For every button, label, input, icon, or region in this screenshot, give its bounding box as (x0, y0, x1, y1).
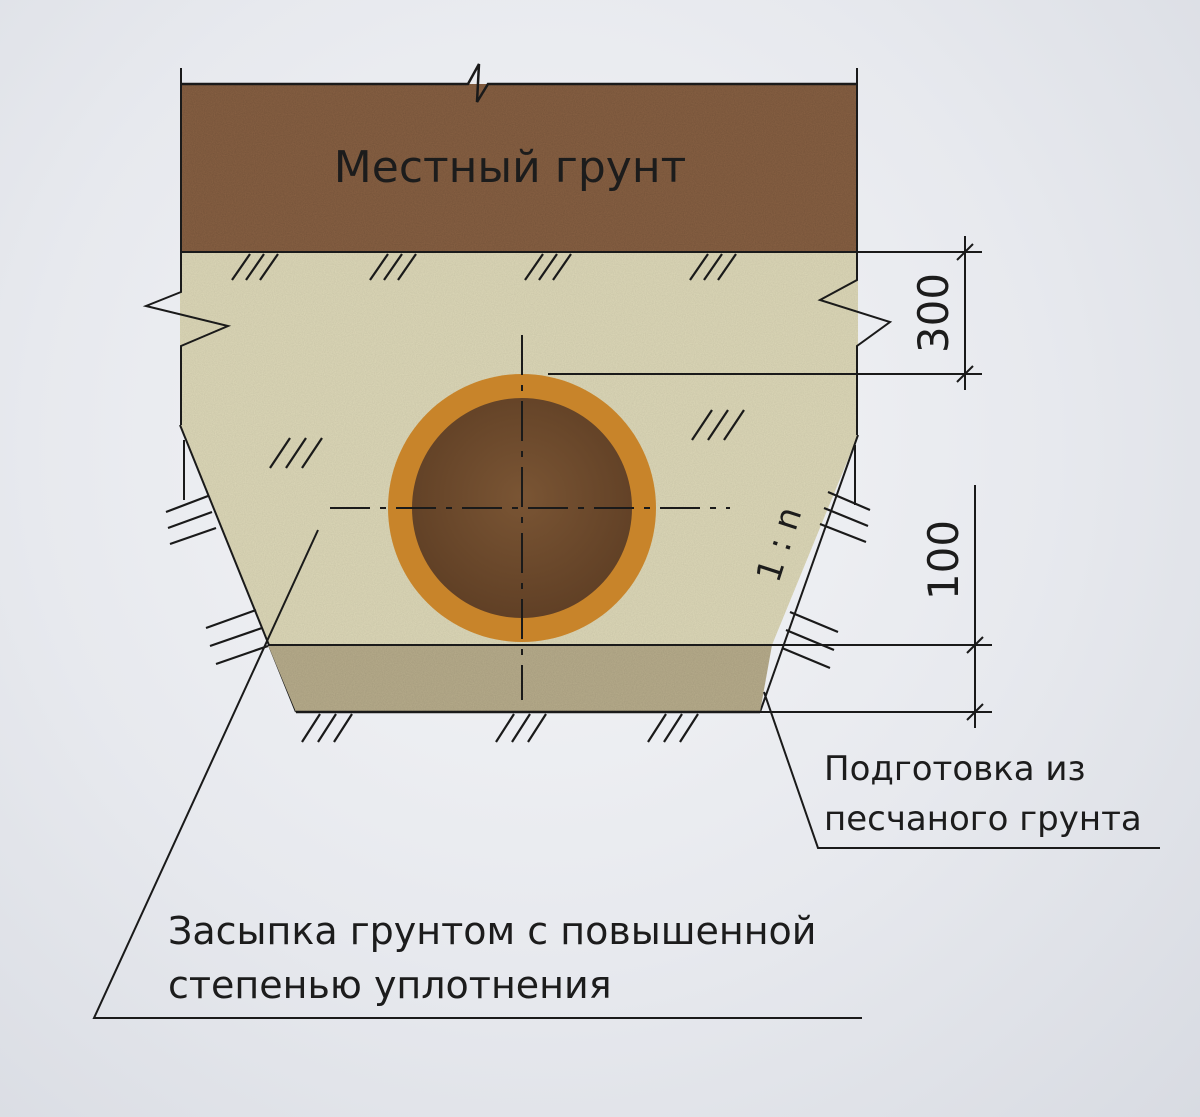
hatch-backfill (269, 409, 745, 469)
dimension-100-label: 100 (919, 520, 968, 600)
backfill-callout: Засыпка грунтом с повышенной степенью уп… (92, 529, 862, 1019)
local-soil-layer: Местный грунт (180, 63, 858, 252)
dimension-300-label: 300 (909, 273, 958, 353)
pipe-interior (412, 398, 632, 618)
dimension-bottom: 100 (760, 485, 992, 728)
sand-bed-callout: Подготовка из песчаного грунта (763, 691, 1160, 849)
hatch-bottom-row (301, 713, 699, 743)
sand-bed-layer (268, 644, 772, 714)
hatch-top-row (231, 253, 737, 281)
local-soil-label: Местный грунт (334, 142, 686, 193)
sand-bed-label-line1: Подготовка из (824, 749, 1086, 789)
dimension-top: 300 (548, 236, 982, 390)
pipe (330, 335, 730, 700)
backfill-label-line1: Засыпка грунтом с повышенной (168, 909, 817, 953)
hatch-marks (165, 253, 871, 743)
hatch-left-slope (165, 494, 269, 666)
backfill-label-line2: степенью уплотнения (168, 963, 612, 1007)
hatch-right-slope (781, 490, 871, 670)
sand-bed-label-line2: песчаного грунта (824, 799, 1142, 839)
